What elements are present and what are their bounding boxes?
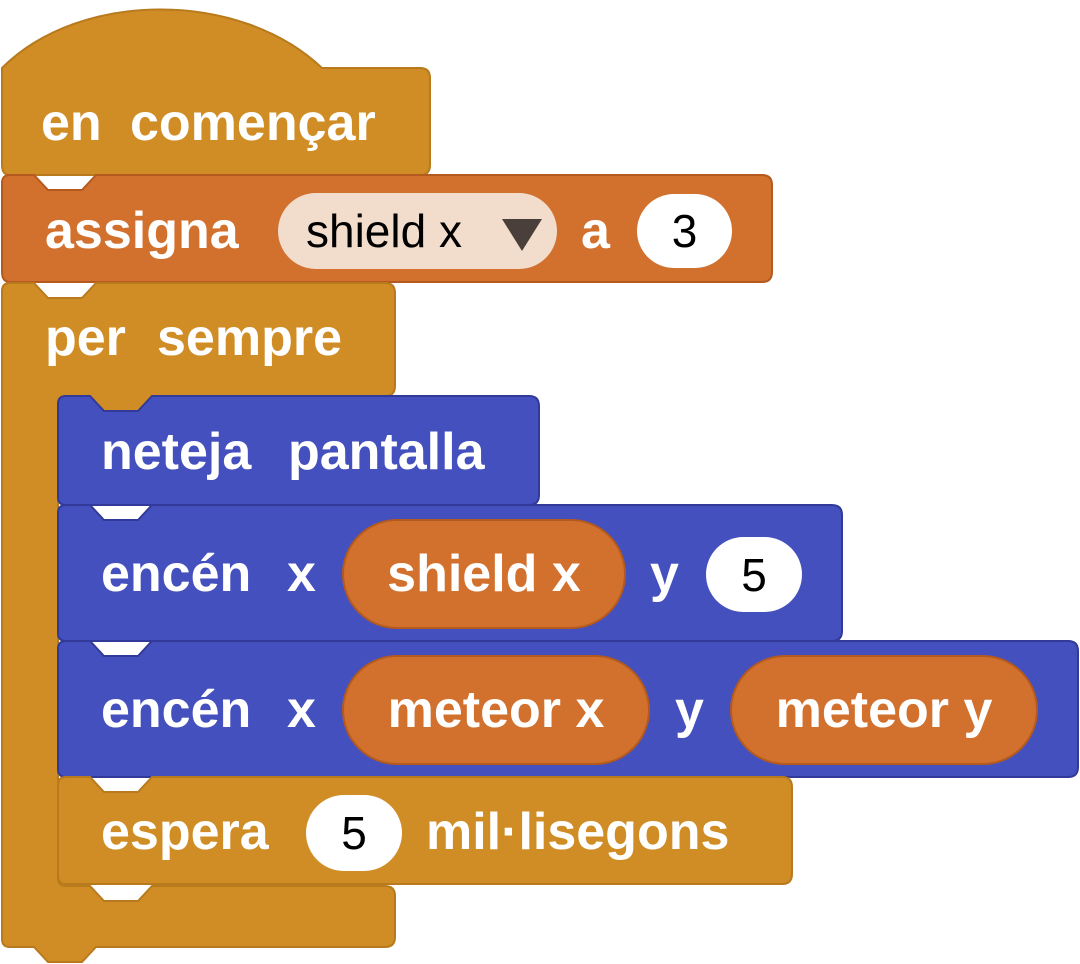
clear-label-screen: pantalla	[288, 423, 485, 481]
pause-label: espera	[101, 803, 269, 861]
plot-y-label: y	[650, 545, 679, 603]
variable-dropdown[interactable]: shield x	[278, 193, 557, 269]
pause-value-input[interactable]: 5	[306, 795, 402, 871]
plot-y-value-input[interactable]: 5	[706, 537, 802, 612]
forever-label-per: per	[45, 309, 126, 367]
plot-x-label: x	[287, 545, 316, 603]
forever-block[interactable]	[1, 282, 396, 963]
variable-dropdown-value: shield x	[306, 205, 462, 257]
forever-label-always: sempre	[157, 309, 342, 367]
meteor-x-variable-reporter[interactable]: meteor x	[342, 655, 650, 765]
set-value-input[interactable]: 3	[637, 194, 732, 268]
plot-y-label: y	[675, 681, 704, 739]
pause-block[interactable]	[57, 776, 793, 885]
set-to-label: a	[581, 202, 610, 260]
meteor-y-variable-reporter[interactable]: meteor y	[730, 655, 1038, 765]
on-start-label-start: començar	[130, 94, 376, 152]
clear-label-clear: neteja	[101, 423, 252, 481]
plot-x-label: x	[287, 681, 316, 739]
shield-x-variable-reporter[interactable]: shield x	[342, 519, 626, 629]
plot-label: encén	[101, 681, 252, 739]
pause-unit-label: mil·lisegons	[426, 803, 730, 861]
plot-label: encén	[101, 545, 252, 603]
set-label: assigna	[45, 202, 239, 260]
triangle-down-icon	[502, 219, 542, 251]
on-start-label-en: en	[41, 94, 102, 152]
